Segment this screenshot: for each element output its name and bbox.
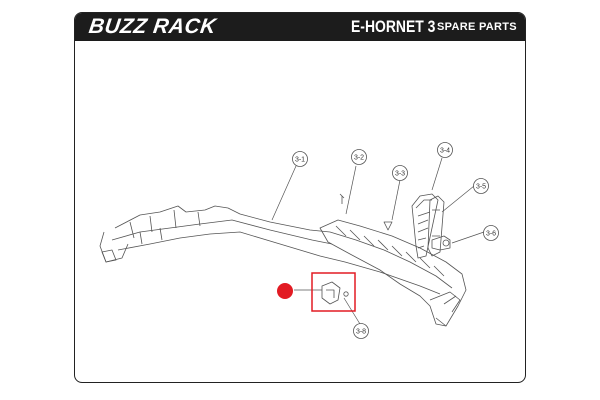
spare-parts-sheet: BUZZ RACK E-HORNET 3 SPARE PARTS — [74, 12, 526, 383]
model-name: E-HORNET 3 — [351, 17, 436, 36]
callout-3-3: 3-3 — [392, 165, 408, 181]
knob-part — [431, 235, 451, 251]
wheel-tray-part — [319, 219, 467, 327]
leader-lines — [271, 157, 485, 325]
clamp-part — [321, 281, 349, 305]
callout-3-1: 3-1 — [292, 151, 308, 167]
callout-3-4: 3-4 — [437, 142, 453, 158]
ratchet-buckle-part — [427, 195, 445, 257]
callout-3-6: 3-6 — [483, 225, 499, 241]
callout-label: 3-1 — [295, 157, 305, 164]
selected-part-highlight-box — [311, 272, 356, 312]
callout-3-5: 3-5 — [473, 178, 489, 194]
ratchet-strap-part — [411, 193, 439, 259]
selected-part-marker-dot — [277, 283, 293, 299]
callout-label: 3-6 — [486, 231, 496, 238]
main-frame-part — [99, 205, 441, 295]
callout-label: 3-8 — [356, 329, 366, 336]
sheet-subtitle: SPARE PARTS — [437, 21, 517, 33]
callout-3-8: 3-8 — [353, 323, 369, 339]
callout-label: 3-4 — [440, 148, 450, 155]
callout-label: 3-3 — [395, 171, 405, 178]
screw-part — [339, 193, 393, 231]
callout-label: 3-2 — [354, 155, 364, 162]
callout-label: 3-5 — [476, 184, 486, 191]
title-bar: BUZZ RACK E-HORNET 3 SPARE PARTS — [75, 13, 525, 41]
callout-3-2: 3-2 — [351, 149, 367, 165]
